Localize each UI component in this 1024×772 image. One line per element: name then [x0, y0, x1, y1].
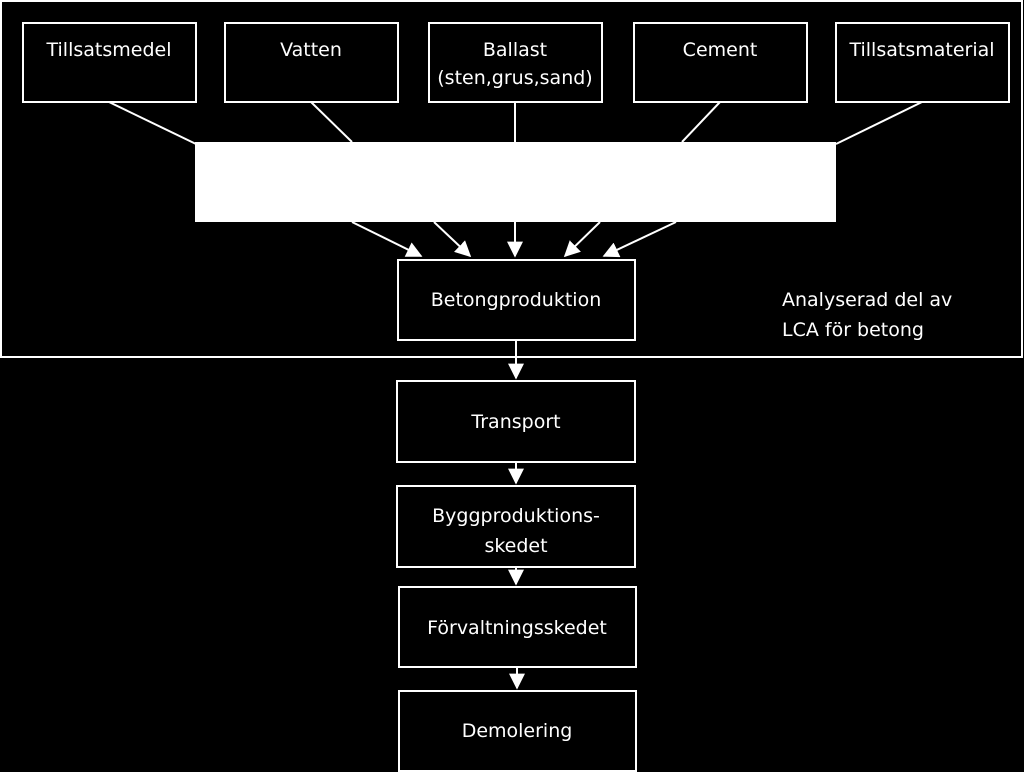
- tillsatsmedel-box: [22, 22, 197, 103]
- tillsatsmedel-connector: [108, 101, 197, 145]
- byggproduktion-label-line2: skedet: [484, 535, 547, 557]
- band-arrow-4: [563, 221, 601, 258]
- demolering-label: Demolering: [462, 720, 573, 742]
- tillsatsmaterial-box: [835, 22, 1010, 103]
- transport-label: Transport: [470, 411, 560, 433]
- cement-box: [633, 22, 808, 103]
- tillsatsmaterial-connector: [835, 101, 923, 145]
- band-arrow-5: [602, 221, 677, 258]
- transport-band: [195, 142, 836, 222]
- boundary-note-line2: LCA för betong: [782, 319, 924, 341]
- tillsatsmaterial-label: Tillsatsmaterial: [848, 39, 994, 61]
- byggproduktion-label-line1: Byggproduktions-: [432, 505, 600, 527]
- tillsatsmedel-label: Tillsatsmedel: [46, 39, 172, 61]
- vatten-label: Vatten: [280, 39, 342, 61]
- vatten-box: [224, 22, 399, 103]
- vatten-connector: [310, 101, 353, 143]
- ballast-label-line2: (sten,grus,sand): [437, 67, 592, 89]
- betongproduktion-label: Betongproduktion: [431, 289, 601, 311]
- cement-label: Cement: [683, 39, 758, 61]
- band-arrow-2: [433, 221, 472, 258]
- cement-connector: [681, 101, 721, 143]
- boundary-note-line1: Analyserad del av: [782, 289, 952, 311]
- band-arrow-1: [351, 221, 423, 257]
- analysis-boundary-frame: [0, 0, 1023, 358]
- ballast-box: [428, 22, 603, 103]
- forvaltning-label: Förvaltningsskedet: [427, 617, 607, 639]
- ballast-label-line1: Ballast: [483, 39, 547, 61]
- demolering-box: [398, 690, 637, 772]
